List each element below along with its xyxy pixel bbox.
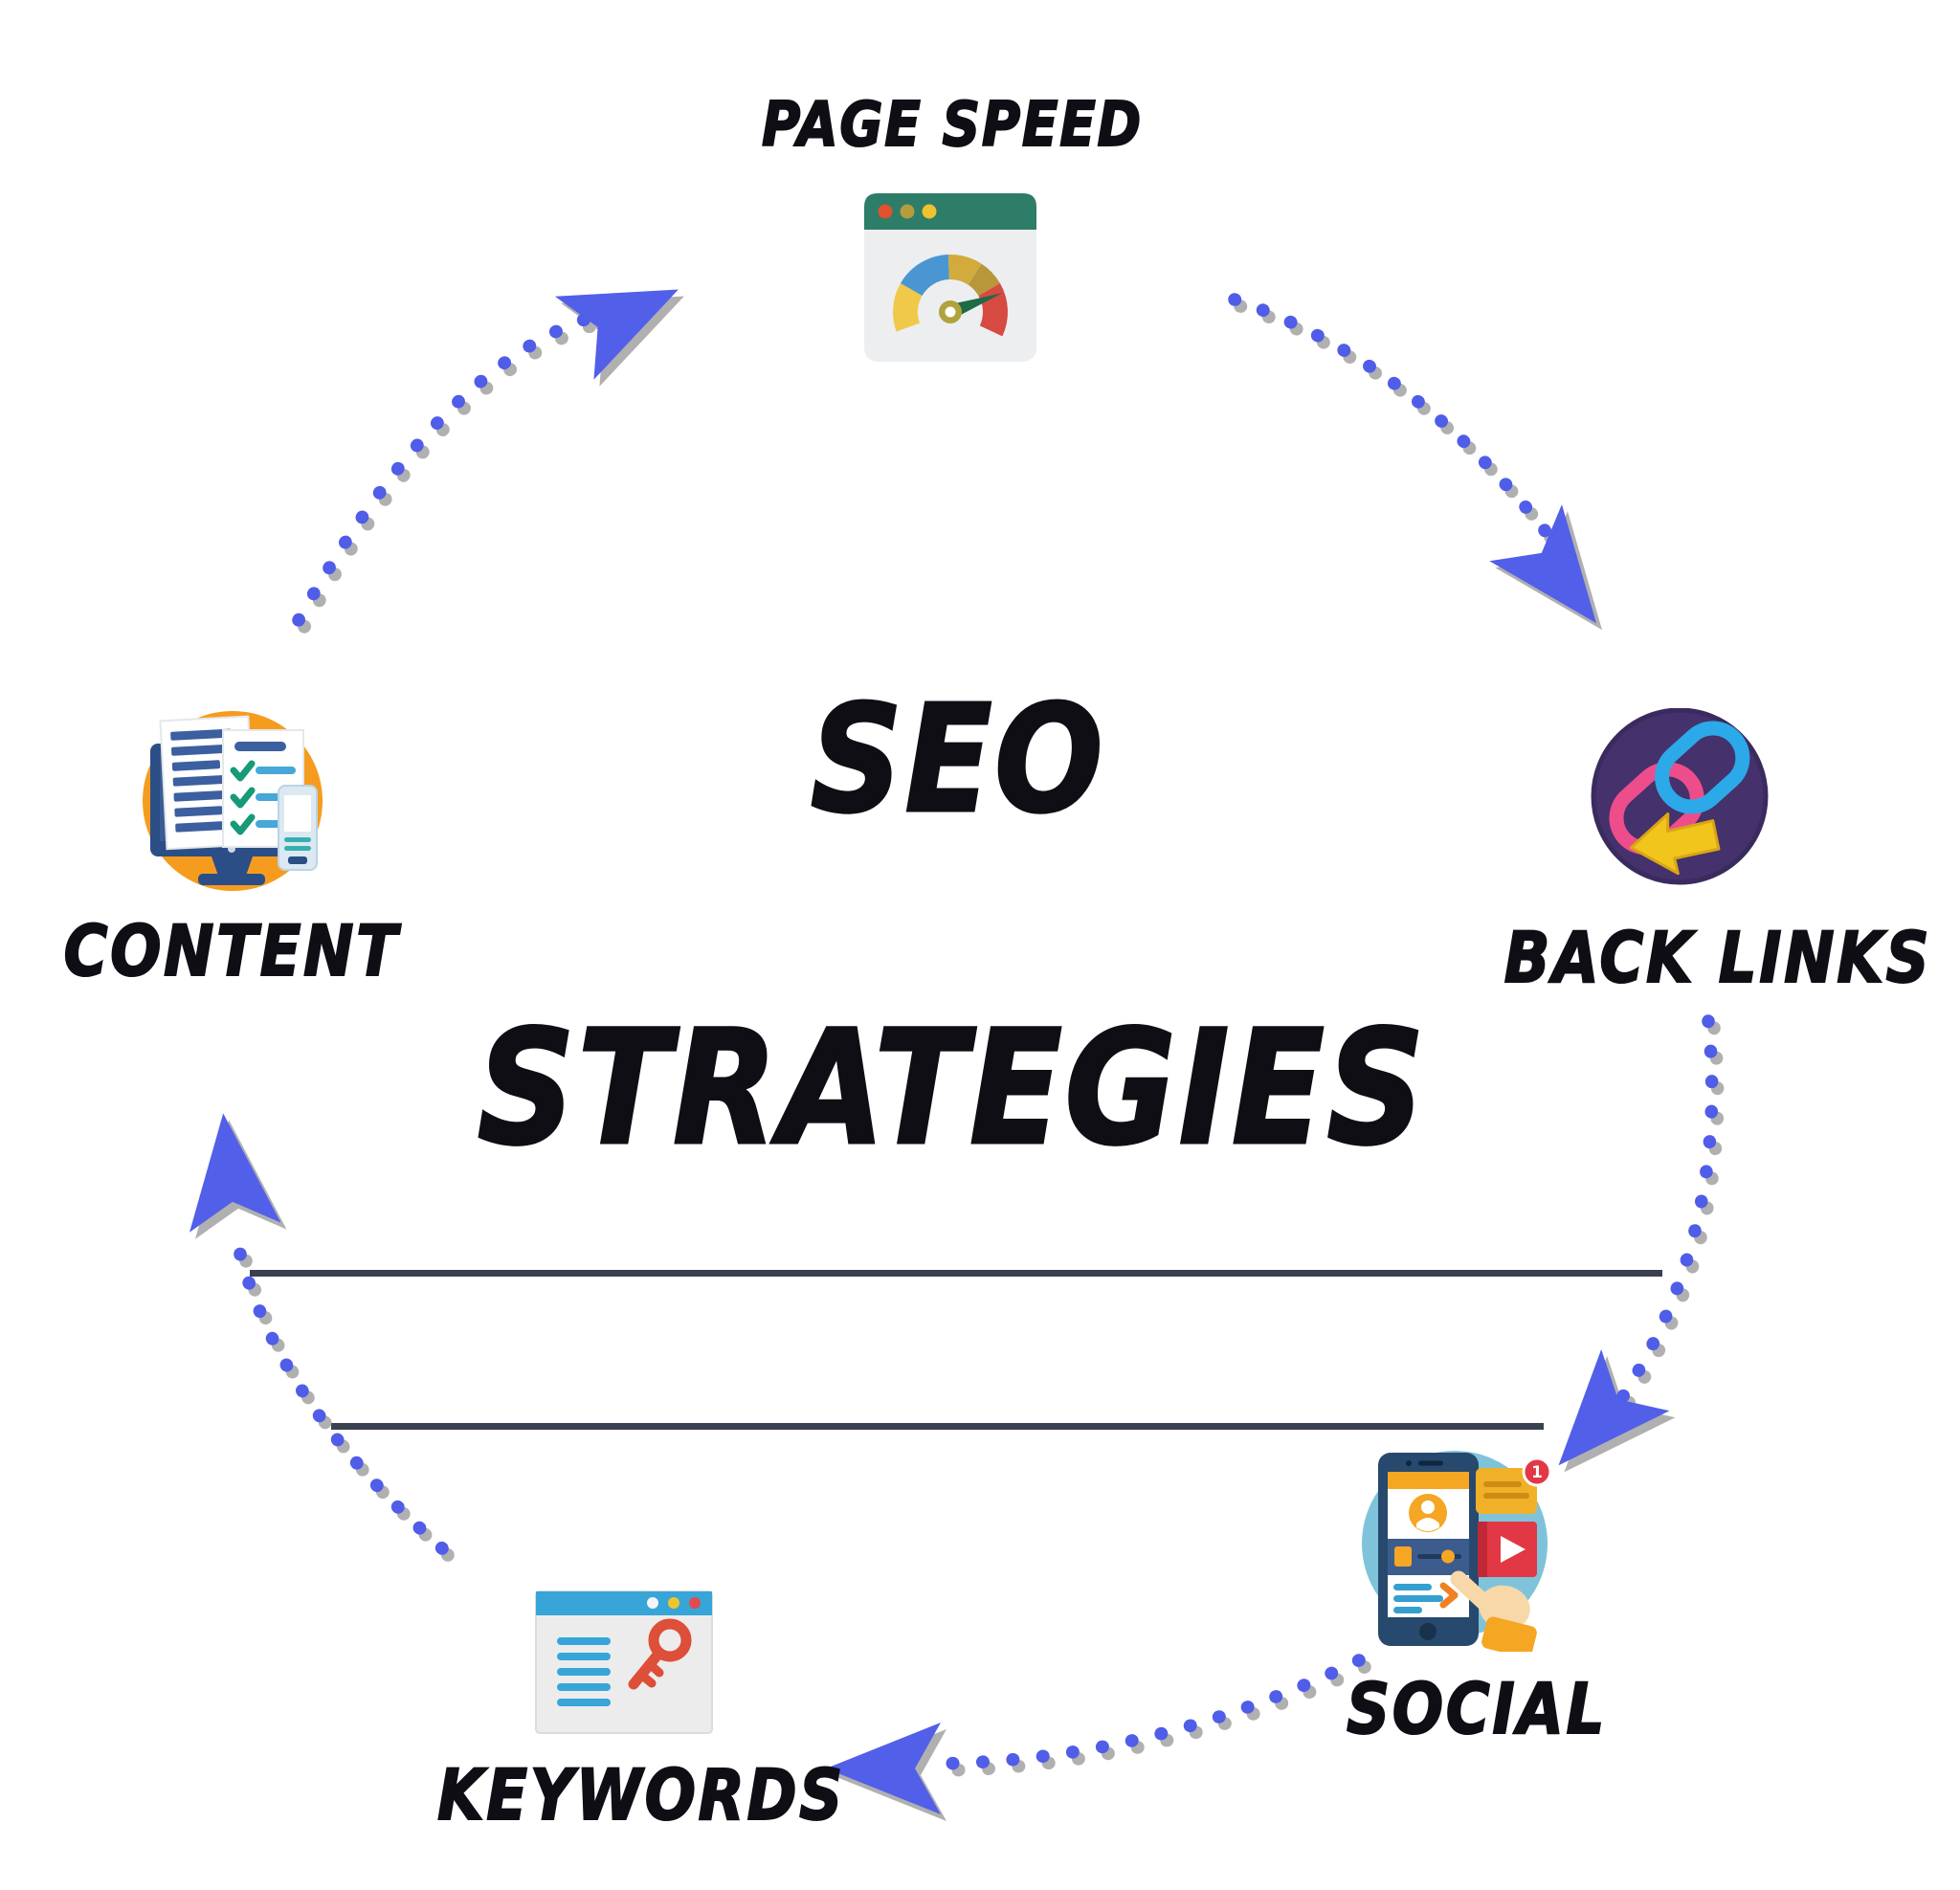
speed-gauge: [892, 255, 1008, 337]
arrow-pagespeed-to-backlinks: [1228, 293, 1567, 557]
window-dot-yellow: [922, 204, 937, 219]
arrow-content-to-pagespeed: [292, 307, 610, 627]
connector-line-upper: [250, 1270, 1662, 1277]
back-links-label: BACK LINKS: [1503, 918, 1932, 999]
sleeve: [1481, 1616, 1537, 1652]
center-title-seo: SEO: [810, 673, 1106, 846]
social-label: SOCIAL: [1346, 1669, 1608, 1750]
content-label: CONTENT: [63, 911, 400, 992]
window-dot-red: [689, 1597, 701, 1609]
keywords-icon: [535, 1590, 713, 1734]
text-lines: [557, 1637, 611, 1706]
social-icon: 1: [1362, 1451, 1552, 1652]
window-dot-yellow: [668, 1597, 679, 1609]
connector-line-lower: [331, 1423, 1544, 1430]
content-icon: [143, 711, 323, 891]
chat-card: 1: [1476, 1456, 1552, 1514]
back-arrow-yellow: [1629, 812, 1721, 876]
arrow-shadows: [183, 255, 1725, 1821]
play-icon: [1501, 1536, 1526, 1563]
window-dot-red: [878, 204, 893, 219]
keywords-label: KEYWORDS: [436, 1755, 845, 1836]
page-speed-icon: [864, 193, 1036, 362]
browser-titlebar: [864, 193, 1036, 230]
back-links-icon: [1591, 708, 1769, 885]
browser-titlebar: [536, 1591, 712, 1615]
arrowhead-down-right: [1489, 504, 1633, 652]
notification-badge-count: 1: [1531, 1463, 1543, 1482]
page-speed-label: PAGE SPEED: [761, 90, 1143, 161]
pointing-hand: [1450, 1570, 1537, 1652]
notification-badge: [1522, 1456, 1552, 1487]
window-dot-white: [647, 1597, 658, 1609]
window-dot-olive: [900, 204, 915, 219]
arrow-keywords-to-content: [228, 1223, 449, 1555]
video-card: [1478, 1522, 1537, 1577]
check-icons: [230, 760, 256, 835]
arrow-social-to-keywords: [926, 1654, 1366, 1770]
key-icon: [628, 1618, 692, 1690]
chevron-right-icon: [1439, 1582, 1459, 1609]
center-title-strategies: STRATEGIES: [476, 996, 1428, 1180]
chain-link-blue: [1655, 721, 1750, 814]
arrow-backlinks-to-social: [1598, 1014, 1719, 1430]
phone-mini: [278, 785, 318, 871]
